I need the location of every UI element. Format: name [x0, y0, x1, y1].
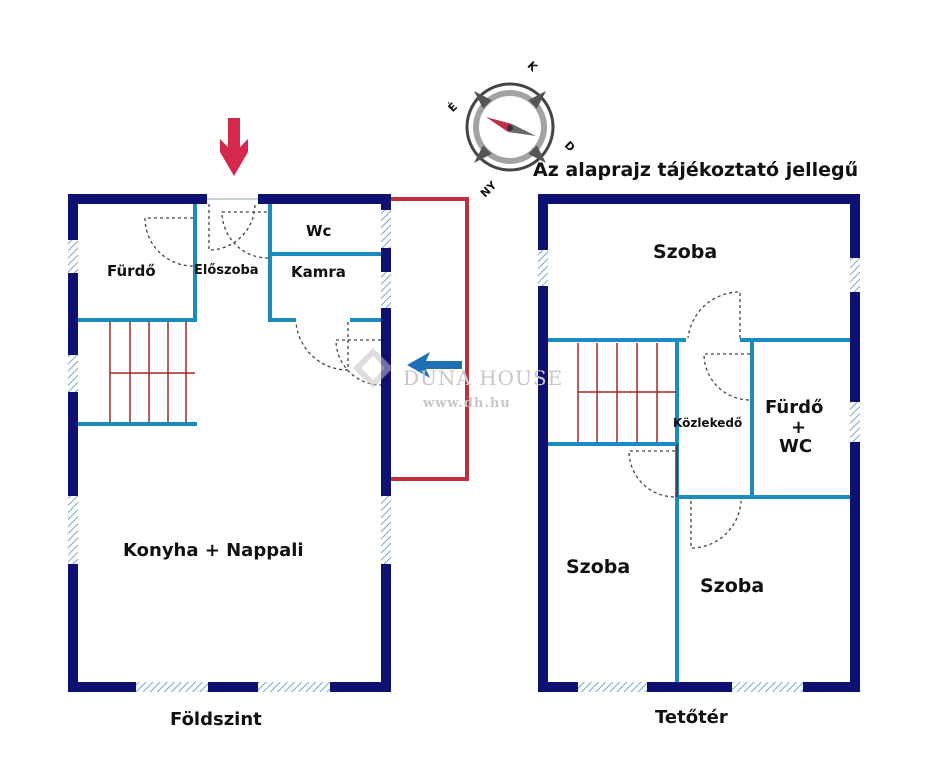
- window: [68, 496, 78, 564]
- ground-inner-walls: [78, 204, 381, 426]
- disclaimer-note: Az alaprajz tájékoztató jellegű: [533, 159, 859, 181]
- attic-inner-walls: [548, 338, 850, 682]
- room-label-szoba-left: Szoba: [566, 556, 631, 578]
- window: [732, 682, 803, 692]
- room-label-furdo: Fürdő: [107, 262, 156, 280]
- room-label-kozlekedo: Közlekedő: [673, 416, 743, 430]
- attic-outer-wall: [538, 194, 860, 692]
- blue-arrow-icon: [407, 352, 462, 378]
- room-label-konyha-nappali: Konyha + Nappali: [123, 540, 304, 561]
- window: [381, 272, 391, 308]
- window: [850, 258, 860, 292]
- room-label-kamra: Kamra: [291, 263, 346, 281]
- window: [381, 210, 391, 248]
- entrance-arrow-icon: [220, 118, 248, 176]
- terrace-outline: [384, 197, 469, 481]
- window: [381, 496, 391, 564]
- attic-door-swings: [628, 291, 751, 549]
- attic-stairs: [577, 343, 676, 442]
- ground-stairs: [109, 322, 195, 422]
- window: [538, 250, 548, 286]
- attic-floor: [538, 194, 860, 692]
- watermark-url: www.dh.hu: [423, 396, 511, 411]
- window: [850, 402, 860, 442]
- room-label-attic-wc: WC: [779, 436, 813, 457]
- window: [68, 355, 78, 392]
- room-label-attic-plus: +: [791, 417, 807, 438]
- window: [136, 682, 208, 692]
- ground-floor-caption: Földszint: [170, 709, 262, 730]
- window: [68, 240, 78, 273]
- room-label-wc: Wc: [306, 222, 332, 240]
- compass-icon: [465, 82, 555, 172]
- attic-caption: Tetőtér: [655, 707, 728, 728]
- ground-door-swings: [144, 203, 382, 386]
- room-label-eloszoba: Előszoba: [194, 263, 259, 278]
- ground-floor: [68, 118, 469, 692]
- room-label-attic-furdo: Fürdő: [765, 397, 824, 418]
- room-label-szoba-top: Szoba: [653, 241, 718, 263]
- watermark-logo-icon: [353, 348, 393, 388]
- watermark-brand: DUNA HOUSE: [403, 366, 564, 390]
- window: [258, 682, 330, 692]
- room-label-szoba-right: Szoba: [700, 575, 765, 597]
- window: [578, 682, 647, 692]
